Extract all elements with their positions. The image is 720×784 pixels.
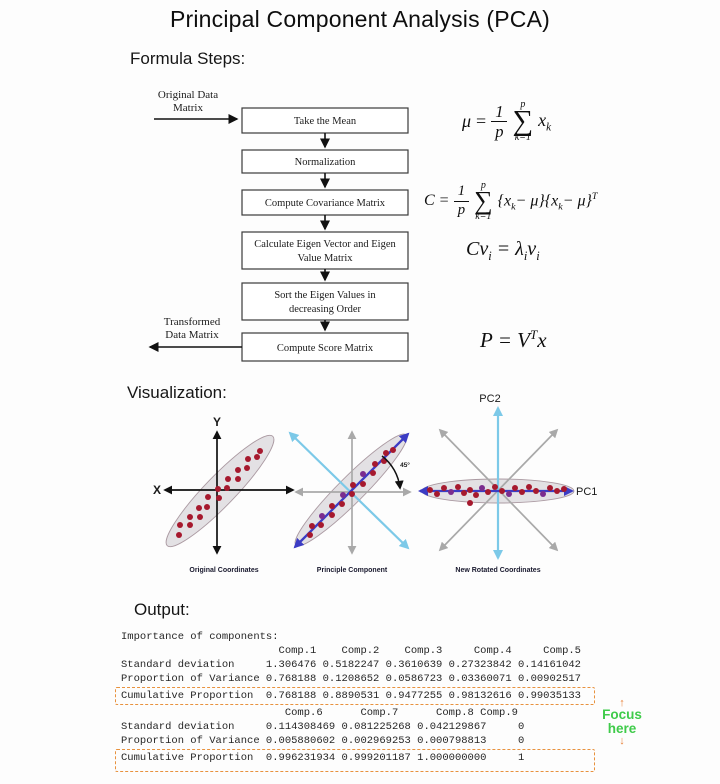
- summation-symbol: p ∑ k=1: [512, 99, 534, 144]
- formula-score-body: P = VTx: [480, 327, 547, 352]
- output-line-title: Importance of components:: [121, 631, 279, 643]
- arrow-down-icon: ↓: [619, 735, 625, 747]
- flow-box-score-label: Compute Score Matrix: [277, 343, 374, 354]
- panel-caption: New Rotated Coordinates: [455, 567, 540, 574]
- formula-mean-lhs: μ: [462, 111, 472, 132]
- flow-box-sort-label-line2: decreasing Order: [289, 304, 362, 315]
- output-header-comp6-9: Comp.6 Comp.7 Comp.8 Comp.9: [121, 707, 518, 719]
- flow-box-eigen-label-line2: Value Matrix: [297, 253, 353, 264]
- flow-box-score: [241, 332, 409, 362]
- flow-box-take-mean-label: Take the Mean: [294, 116, 357, 127]
- flow-box-take-mean: [241, 107, 409, 134]
- focus-label-line1: Focus: [602, 707, 642, 722]
- flow-box-covariance: [241, 189, 409, 216]
- focus-here-annotation: ↑ Focus here ↓: [596, 697, 648, 747]
- formula-cov-lhs: C: [424, 192, 435, 210]
- panel-caption: Original Coordinates: [189, 567, 258, 574]
- flow-box-sort: [241, 282, 409, 321]
- scatter-dots: [176, 448, 263, 538]
- flowchart-diagram: Original Data Matrix Take the Mean Norma…: [148, 89, 409, 362]
- formula-cov-body: {xk− μ}{xk− μ}T: [497, 190, 598, 213]
- panel-original-coordinates: Y X Original Coordinates: [153, 415, 295, 574]
- fraction-one-over-p: 1 p: [491, 102, 508, 141]
- output-heading: Output:: [134, 600, 190, 619]
- formula-covariance: C = 1 p p ∑ k=1 {xk− μ}{xk− μ}T: [424, 180, 598, 222]
- angle-arc-arrow: [381, 455, 404, 490]
- output-row-stddev-1: Standard deviation 1.306476 0.5182247 0.…: [121, 659, 581, 671]
- panel-new-rotated-coordinates: PC2 PC1 New Rotated Coordinates: [418, 393, 597, 574]
- flow-box-covariance-label: Compute Covariance Matrix: [265, 198, 386, 209]
- panel-caption: Principle Component: [317, 567, 388, 574]
- panel-principle-component: 45° Principle Component: [288, 430, 412, 574]
- visualization-heading: Visualization:: [127, 383, 227, 402]
- pca-visualization: Y X Original Coordinates: [153, 393, 597, 574]
- flow-input-label-line2: Matrix: [173, 102, 203, 114]
- output-row-propvar-2: Proportion of Variance 0.005880602 0.002…: [121, 735, 525, 747]
- output-header-comp1-5: Comp.1 Comp.2 Comp.3 Comp.4 Comp.5: [121, 645, 581, 657]
- pc1-label: PC1: [576, 486, 597, 498]
- flow-output-label-line1: Transformed: [164, 316, 221, 328]
- formula-eigen: Cvi = λivi: [466, 238, 540, 264]
- flow-box-eigen-label-line1: Calculate Eigen Vector and Eigen: [254, 239, 396, 250]
- output-row-cumprop-2-highlighted: Cumulative Proportion 0.996231934 0.9992…: [115, 749, 595, 772]
- scatter-dots: [427, 484, 567, 506]
- arrow-up-icon: ↑: [619, 697, 625, 709]
- flow-output-label-line2: Data Matrix: [165, 329, 219, 341]
- pc2-label: PC2: [479, 393, 500, 405]
- output-row-propvar-1: Proportion of Variance 0.768188 0.120865…: [121, 673, 581, 685]
- flow-box-normalization-label: Normalization: [295, 157, 356, 168]
- flow-input-label-line1: Original Data: [158, 89, 218, 101]
- r-console-output: Importance of components: Comp.1 Comp.2 …: [115, 630, 595, 773]
- output-row-stddev-2: Standard deviation 0.114308469 0.0812252…: [121, 721, 525, 733]
- formula-score: P = VTx: [480, 327, 547, 353]
- formula-mean: μ = 1 p p ∑ k=1 xk: [462, 99, 552, 144]
- formula-mean-body: xk: [538, 109, 552, 134]
- fraction-one-over-p: 1 p: [453, 184, 470, 218]
- y-axis-label: Y: [213, 415, 221, 429]
- flow-box-sort-label-line1: Sort the Eigen Values in: [274, 290, 376, 301]
- focus-label-line2: here: [607, 721, 637, 736]
- page-title: Principal Component Analysis (PCA): [169, 6, 551, 32]
- output-row-cumprop-1-highlighted: Cumulative Proportion 0.768188 0.8890531…: [115, 687, 595, 705]
- formula-eigen-body: Cvi = λivi: [466, 238, 540, 263]
- formula-steps-heading: Formula Steps:: [130, 49, 246, 68]
- x-axis-label: X: [153, 483, 161, 497]
- summation-symbol: p ∑ k=1: [474, 180, 493, 222]
- angle-label: 45°: [400, 461, 410, 469]
